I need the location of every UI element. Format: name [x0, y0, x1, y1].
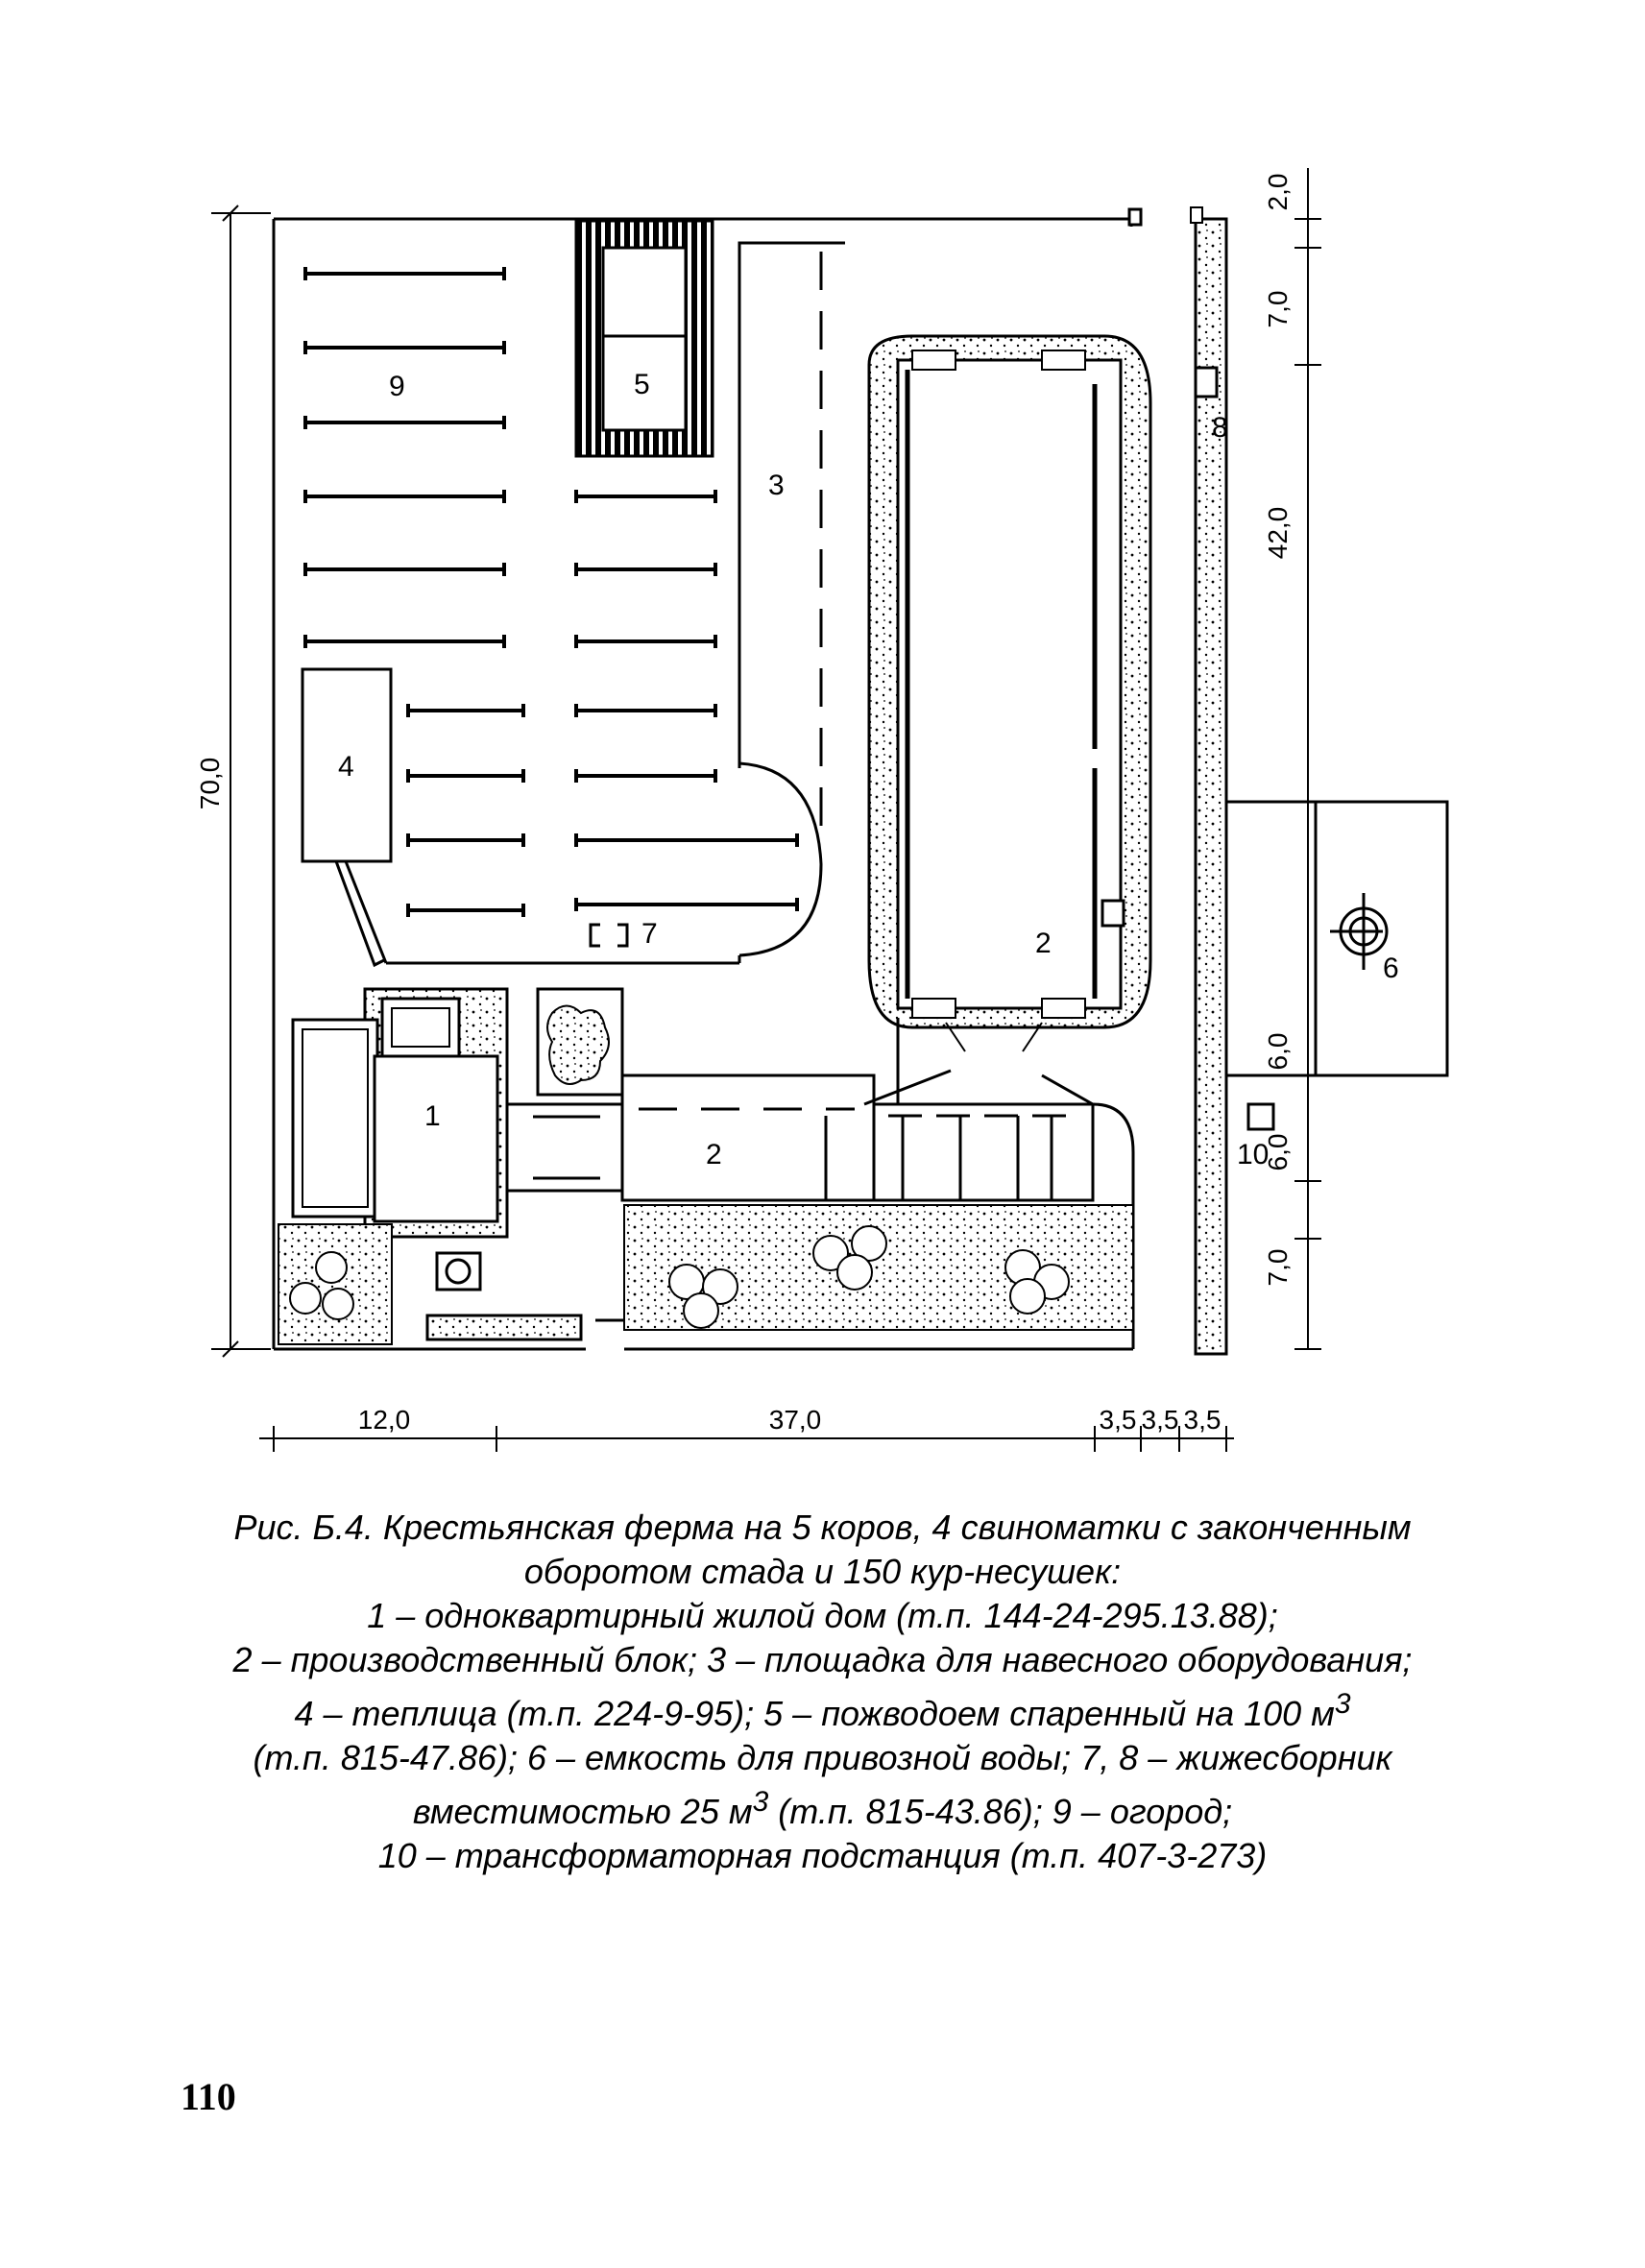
caption-sup-2: 3 — [752, 1786, 769, 1818]
production-block-main — [867, 334, 1152, 1123]
label-greenhouse: 4 — [338, 751, 354, 783]
caption-line-1: Рис. Б.4. Крестьянская ферма на 5 коров,… — [233, 1508, 1412, 1547]
water-tank-area — [1226, 800, 1449, 1077]
label-production-main: 2 — [1035, 928, 1052, 959]
dimension-right-3: 42,0 — [1263, 507, 1293, 560]
dimension-bottom-2: 37,0 — [769, 1405, 822, 1435]
caption-line-8: 10 – трансформаторная подстанция (т.п. 4… — [377, 1836, 1268, 1875]
dimension-bottom — [259, 1426, 1234, 1452]
site-plan: 9 5 3 4 7 — [195, 168, 1449, 1452]
dimension-right-5: 6,0 — [1263, 1134, 1293, 1171]
caption-line-3: 1 – одноквартирный жилой дом (т.п. 144-2… — [367, 1596, 1278, 1635]
dimension-right — [1294, 168, 1321, 1350]
caption-line-7-text: вместимостью 25 м — [412, 1792, 753, 1831]
label-garden: 9 — [389, 371, 405, 402]
caption-line-7: вместимостью 25 м3 (т.п. 815-43.86); 9 –… — [144, 1780, 1501, 1834]
greenhouse — [301, 667, 393, 968]
caption-line-7-rest: (т.п. 815-43.86); 9 – огород; — [778, 1792, 1233, 1831]
label-house: 1 — [424, 1100, 441, 1132]
tree-yard — [623, 1204, 1134, 1331]
caption-line-4: 2 – производственный блок; 3 – площадка … — [232, 1640, 1413, 1679]
dimension-right-1: 2,0 — [1263, 174, 1293, 211]
caption-line-2: оборотом стада и 150 кур-несушек: — [523, 1552, 1122, 1591]
site-boundary — [272, 207, 1143, 1351]
caption-line-6: (т.п. 815-47.86); 6 – емкость для привоз… — [253, 1738, 1392, 1777]
dimension-right-6: 7,0 — [1263, 1249, 1293, 1287]
road-strip — [1190, 206, 1228, 1356]
utility-block — [425, 1251, 624, 1341]
collector-8 — [1194, 366, 1219, 398]
dimension-left — [211, 205, 271, 1358]
corner-yard — [278, 1223, 393, 1345]
dimension-bottom-5: 3,5 — [1184, 1405, 1222, 1435]
fire-reservoir — [574, 219, 714, 458]
label-collector-7: 7 — [641, 918, 658, 950]
label-reservoir: 5 — [634, 369, 650, 400]
garden-beds — [303, 267, 799, 917]
shrub-plot — [536, 987, 624, 1097]
label-substation: 10 — [1237, 1139, 1269, 1170]
label-platform: 3 — [768, 470, 785, 501]
substation — [1246, 1102, 1275, 1131]
equipment-platform — [738, 241, 845, 957]
production-block-lower — [505, 1069, 1135, 1349]
garden-path — [386, 955, 741, 965]
dimension-bottom-1: 12,0 — [358, 1405, 411, 1435]
dimension-right-2: 7,0 — [1263, 291, 1293, 328]
label-water-tank: 6 — [1383, 953, 1399, 984]
dimension-bottom-4: 3,5 — [1142, 1405, 1179, 1435]
collector-7 — [589, 923, 629, 948]
dimension-right-4: 6,0 — [1263, 1033, 1293, 1071]
caption-line-5: 4 – теплица (т.п. 224-9-95); 5 – пожводо… — [144, 1682, 1501, 1736]
house — [291, 987, 509, 1239]
dimension-left-value: 70,0 — [195, 758, 225, 810]
label-collector-8: 8 — [1212, 412, 1228, 444]
label-production-lower: 2 — [706, 1139, 722, 1170]
caption-line-5-text: 4 – теплица (т.п. 224-9-95); 5 – пожводо… — [294, 1694, 1335, 1733]
page-number: 110 — [181, 2075, 236, 2118]
figure-caption: Рис. Б.4. Крестьянская ферма на 5 коров,… — [144, 1506, 1501, 1878]
dimension-bottom-3: 3,5 — [1100, 1405, 1137, 1435]
caption-sup-1: 3 — [1334, 1688, 1351, 1720]
